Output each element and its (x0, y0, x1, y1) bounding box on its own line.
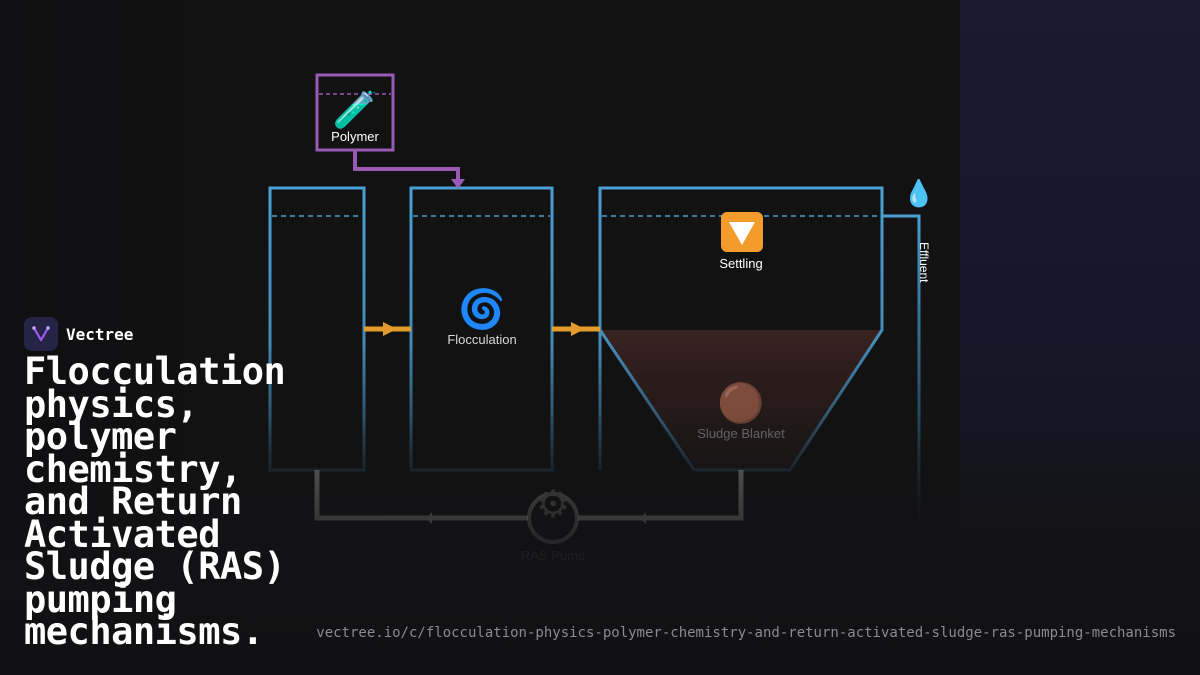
flocculation-tank: 🌀 Flocculation (409, 186, 554, 472)
down-triangle-glyph (729, 222, 755, 245)
settling-label: Settling (719, 256, 762, 271)
effluent-line: 💧 Effluent (882, 178, 935, 520)
page-title: Flocculation physics, polymer chemistry,… (24, 350, 286, 653)
polymer-feed-line (353, 150, 465, 189)
vectree-v-logo-icon (24, 317, 58, 351)
flocculation-label: Flocculation (447, 332, 516, 347)
ras-pump[interactable]: ⚙ RAS Pump (521, 484, 585, 563)
cyclone-icon: 🌀 (458, 286, 505, 331)
polymer-dosing-unit[interactable]: 🧪 Polymer (315, 73, 395, 152)
brand[interactable]: Vectree (24, 317, 133, 351)
brown-circle-icon: 🟤 (717, 381, 764, 425)
source-url[interactable]: vectree.io/c/flocculation-physics-polyme… (316, 625, 1176, 641)
effluent-label: Effluent (917, 242, 931, 283)
gear-icon: ⚙ (536, 484, 570, 526)
flow-arrow-inlet-to-floc (364, 322, 411, 336)
flow-arrow-floc-to-settling (552, 322, 600, 336)
droplet-icon: 💧 (903, 178, 935, 208)
polymer-label: Polymer (331, 129, 379, 144)
sludge-blanket-label: Sludge Blanket (697, 426, 785, 441)
ras-pump-label: RAS Pump (521, 548, 585, 563)
test-tube-icon: 🧪 (333, 89, 378, 130)
brand-name: Vectree (66, 324, 134, 344)
